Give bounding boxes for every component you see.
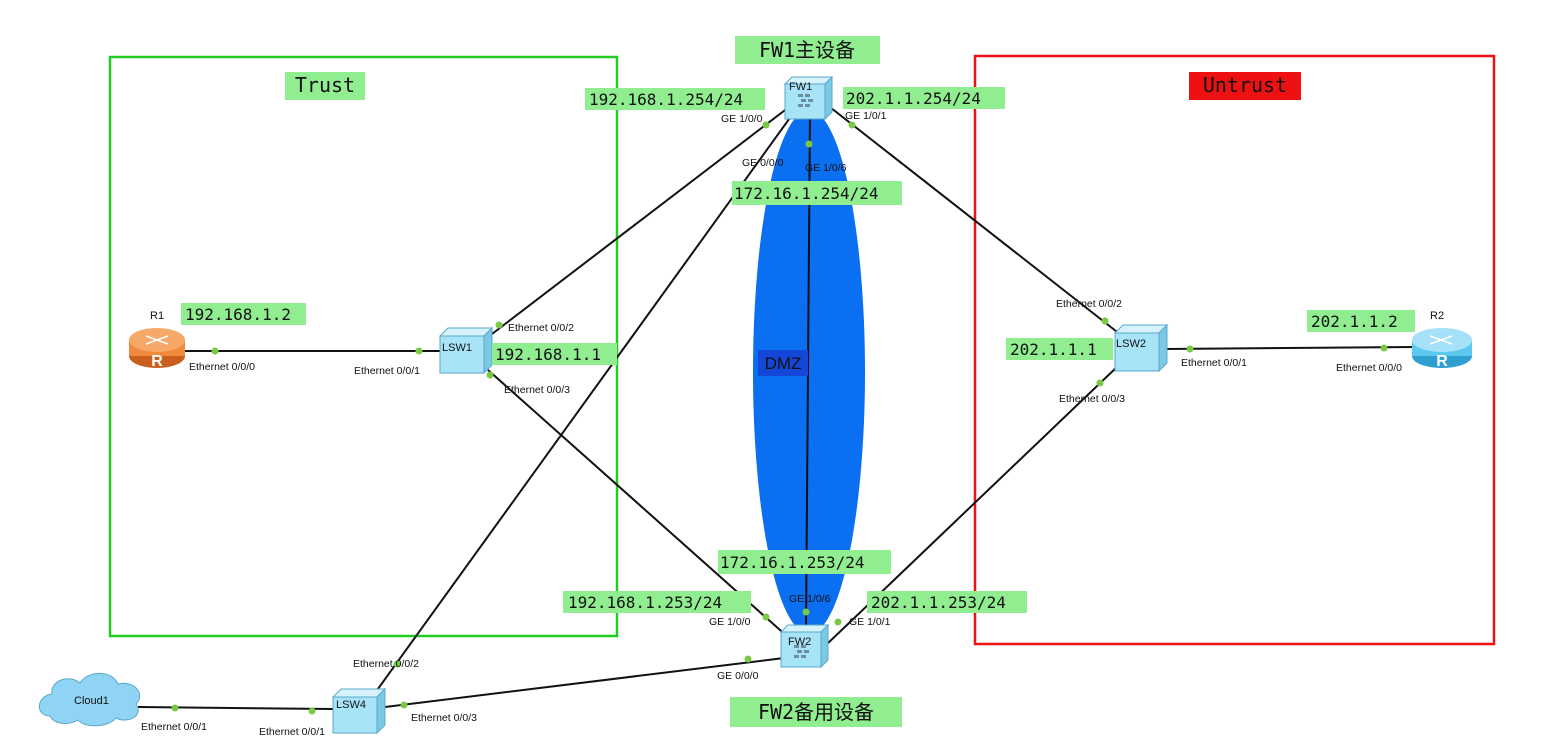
ip-fw2-ge100: 192.168.1.253/24 — [568, 593, 722, 612]
fw1-title: FW1主设备 — [759, 38, 855, 62]
untrust-label: Untrust — [1203, 73, 1287, 97]
port-dot — [393, 660, 401, 668]
port-lsw1-e003: Ethernet 0/0/3 — [504, 384, 570, 396]
cloud1-name: Cloud1 — [74, 695, 109, 707]
port-dot — [495, 321, 503, 329]
lsw4-name: LSW4 — [336, 699, 366, 711]
switch-lsw4-icon[interactable] — [331, 687, 387, 735]
ip-lsw2: 202.1.1.1 — [1010, 340, 1097, 359]
port-dot — [848, 121, 856, 129]
fw1-name: FW1 — [789, 81, 812, 93]
trust-label-bg — [285, 72, 365, 100]
port-dot — [1380, 344, 1388, 352]
fw2-title: FW2备用设备 — [758, 700, 874, 724]
untrust-zone-box — [973, 54, 1496, 646]
link-lsw2-r2 — [1164, 346, 1421, 350]
cloud1-icon[interactable] — [38, 672, 141, 727]
dmz-zone-ellipse — [753, 110, 865, 634]
firewall-fw1-icon[interactable] — [783, 75, 834, 121]
port-dot — [1186, 345, 1194, 353]
r1-name: R1 — [150, 310, 164, 322]
port-dot — [486, 371, 494, 379]
port-dot — [762, 613, 770, 621]
port-lsw2-e003: Ethernet 0/0/3 — [1059, 393, 1125, 405]
ip-fw1-ge101: 202.1.1.254/24 — [846, 89, 981, 108]
dmz-label: DMZ — [765, 354, 802, 373]
port-fw2-ge106: GE 1/0/6 — [789, 593, 831, 605]
port-dot — [1101, 317, 1109, 325]
port-dot — [805, 140, 813, 148]
fw1-title-bg — [735, 36, 880, 64]
port-lsw4-e003: Ethernet 0/0/3 — [411, 712, 477, 724]
ip-fw2-ge101: 202.1.1.253/24 — [871, 593, 1006, 612]
switch-lsw1-icon[interactable] — [438, 326, 494, 375]
port-lsw1-e002: Ethernet 0/0/2 — [508, 322, 574, 334]
port-dot — [1096, 379, 1104, 387]
port-r1-e000: Ethernet 0/0/0 — [189, 361, 255, 373]
dmz-label-bg — [758, 350, 808, 376]
port-fw2-ge100: GE 1/0/0 — [709, 616, 751, 628]
ip-fw2-ge106: 172.16.1.253/24 — [720, 553, 865, 572]
router-r2-icon[interactable]: R — [1412, 328, 1472, 370]
svg-text:R: R — [151, 353, 163, 370]
ip-fw1-ge106: 172.16.1.254/24 — [734, 184, 879, 203]
link-cloud1-lsw4 — [137, 706, 334, 710]
fw2-name: FW2 — [788, 636, 811, 648]
ip-labels: 192.168.1.2 192.168.1.1 192.168.1.254/24… — [181, 87, 1415, 613]
fw2-title-bg — [730, 697, 902, 727]
lsw1-name: LSW1 — [442, 342, 472, 354]
port-lsw2-e001: Ethernet 0/0/1 — [1181, 357, 1247, 369]
port-lsw4-e002: Ethernet 0/0/2 — [353, 658, 419, 670]
port-lsw4-e001: Ethernet 0/0/1 — [259, 726, 325, 738]
ip-fw1-ge100: 192.168.1.254/24 — [589, 90, 743, 109]
links — [137, 103, 1421, 710]
ip-r2: 202.1.1.2 — [1311, 312, 1398, 331]
port-labels: Ethernet 0/0/0 Ethernet 0/0/1 Ethernet 0… — [141, 110, 1402, 738]
port-dot — [400, 701, 408, 709]
port-dot — [802, 608, 810, 616]
port-dot — [744, 655, 752, 663]
port-dot — [308, 707, 316, 715]
router-r1-icon[interactable]: R — [129, 328, 185, 370]
port-cloud1-e001: Ethernet 0/0/1 — [141, 721, 207, 733]
firewall-fw2-icon[interactable] — [779, 623, 830, 669]
port-fw1-ge101: GE 1/0/1 — [845, 110, 887, 122]
port-r2-e000: Ethernet 0/0/0 — [1336, 362, 1402, 374]
port-dot — [415, 347, 423, 355]
ip-lsw1: 192.168.1.1 — [495, 345, 601, 364]
r2-name: R2 — [1430, 310, 1444, 322]
port-fw1-ge100: GE 1/0/0 — [721, 113, 763, 125]
port-dot — [171, 704, 179, 712]
port-fw1-ge000: GE 0/0/0 — [742, 157, 784, 169]
link-fw2-lsw4 — [376, 657, 785, 709]
port-dot — [211, 347, 219, 355]
switch-lsw2-icon[interactable] — [1113, 323, 1169, 373]
port-dots — [171, 121, 1388, 715]
port-dot — [834, 618, 842, 626]
lsw2-name: LSW2 — [1116, 338, 1146, 350]
svg-text:R: R — [1436, 353, 1448, 370]
port-fw1-ge106: GE 1/0/6 — [805, 162, 847, 174]
port-fw2-ge000: GE 0/0/0 — [717, 670, 759, 682]
port-lsw1-e001: Ethernet 0/0/1 — [354, 365, 420, 377]
trust-label: Trust — [295, 73, 355, 97]
port-lsw2-e002: Ethernet 0/0/2 — [1056, 298, 1122, 310]
link-lsw1-fw1 — [487, 103, 794, 338]
ip-r1: 192.168.1.2 — [185, 305, 291, 324]
untrust-label-bg — [1189, 72, 1301, 100]
port-dot — [762, 121, 770, 129]
port-fw2-ge101: GE 1/0/1 — [849, 616, 891, 628]
link-fw1-lsw4 — [374, 114, 793, 694]
link-fw1-lsw2 — [825, 103, 1122, 336]
